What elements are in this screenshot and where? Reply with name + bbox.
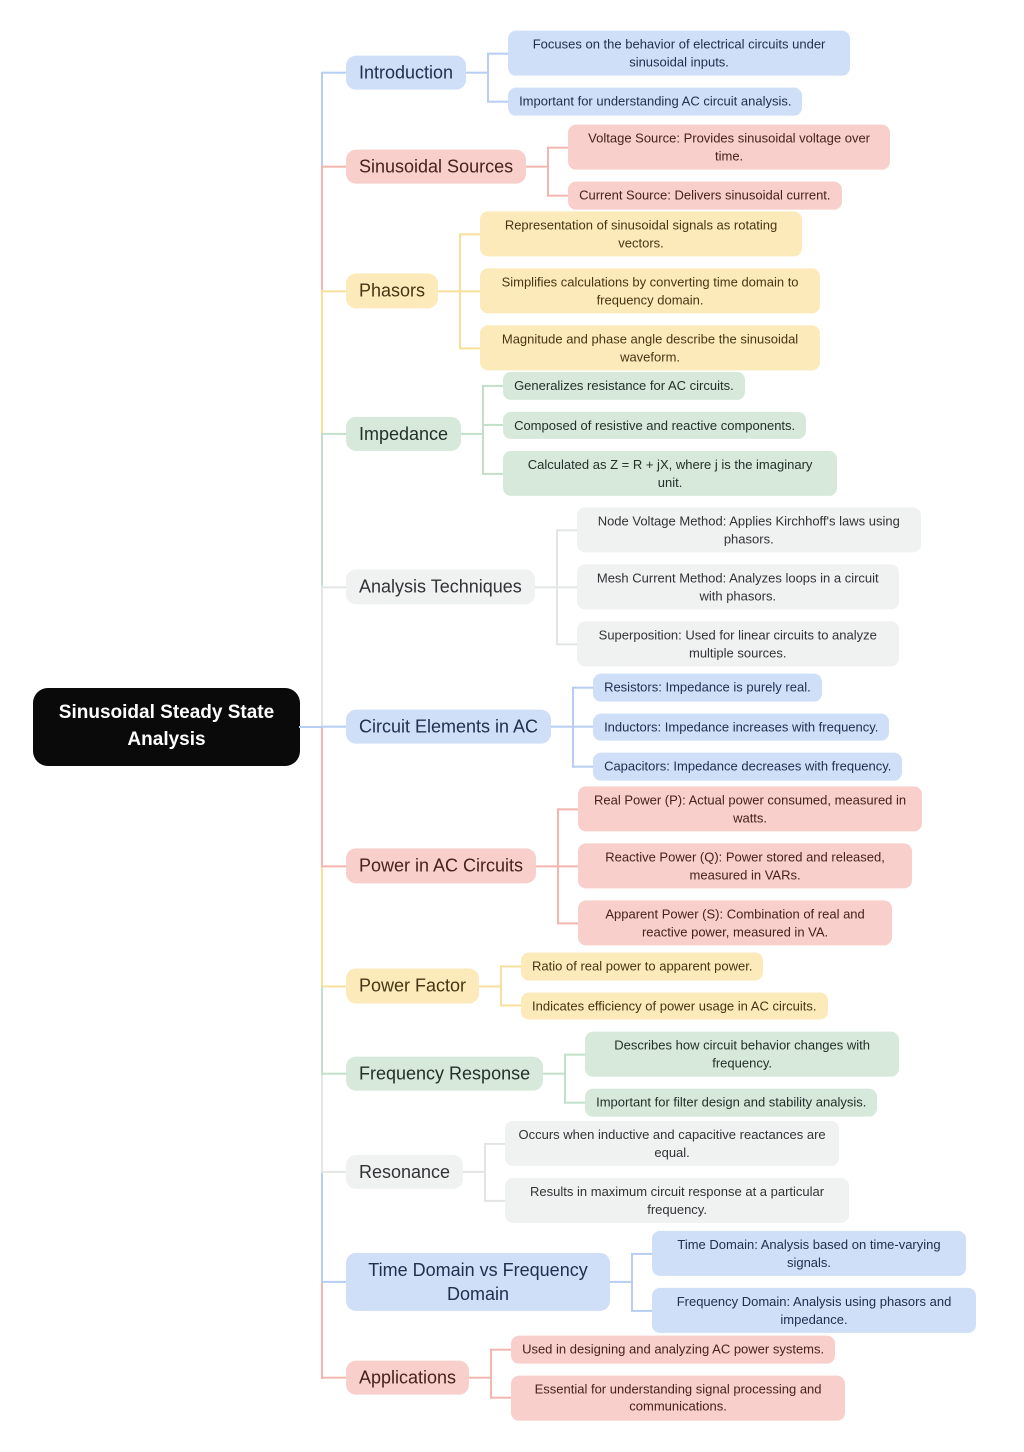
- child-node[interactable]: Representation of sinusoidal signals as …: [459, 211, 803, 257]
- child-node[interactable]: Ratio of real power to apparent power.: [500, 952, 764, 980]
- topic-node[interactable]: Circuit Elements in AC: [320, 709, 573, 745]
- children-group: Time Domain: Analysis based on time-vary…: [631, 1230, 976, 1334]
- topic-node[interactable]: Applications: [320, 1360, 491, 1396]
- branch-introduction: Introduction Focuses on the behavior of …: [320, 30, 851, 116]
- children-group: Voltage Source: Provides sinusoidal volt…: [547, 124, 891, 210]
- children-group: Used in designing and analyzing AC power…: [490, 1335, 846, 1421]
- spine-segment: [321, 727, 323, 866]
- spine-segment: [321, 985, 323, 1075]
- branch-power-factor: Power Factor Ratio of real power to appa…: [320, 952, 828, 1020]
- branch-power-in-ac: Power in AC Circuits Real Power (P): Act…: [320, 786, 923, 946]
- topic-node[interactable]: Frequency Response: [320, 1056, 565, 1092]
- child-node[interactable]: Magnitude and phase angle describe the s…: [459, 325, 821, 371]
- child-node[interactable]: Current Source: Delivers sinusoidal curr…: [547, 181, 842, 210]
- children-group: Focuses on the behavior of electrical ci…: [487, 30, 851, 116]
- topic-node[interactable]: Power Factor: [320, 968, 501, 1004]
- topic-node[interactable]: Sinusoidal Sources: [320, 149, 548, 185]
- child-node[interactable]: Occurs when inductive and capacitive rea…: [484, 1120, 840, 1166]
- child-node[interactable]: Used in designing and analyzing AC power…: [490, 1335, 836, 1364]
- topic-node[interactable]: Power in AC Circuits: [320, 848, 558, 884]
- child-node[interactable]: Important for filter design and stabilit…: [564, 1088, 878, 1117]
- spine-segment: [321, 586, 323, 728]
- children-group: Representation of sinusoidal signals as …: [459, 211, 821, 371]
- topic-node[interactable]: Analysis Techniques: [321, 569, 556, 605]
- spine-segment: [321, 166, 323, 291]
- children-group: Occurs when inductive and capacitive rea…: [484, 1120, 850, 1224]
- root-connector: [299, 726, 323, 728]
- topic-node[interactable]: Resonance: [320, 1154, 485, 1190]
- child-node[interactable]: Superposition: Used for linear circuits …: [555, 621, 899, 667]
- branch-impedance: Impedance Generalizes resistance for AC …: [320, 371, 838, 497]
- spine-segment: [321, 1281, 323, 1379]
- child-node[interactable]: Results in maximum circuit response at a…: [484, 1178, 850, 1224]
- spine-segment: [321, 433, 323, 588]
- child-node[interactable]: Real Power (P): Actual power consumed, m…: [557, 786, 923, 832]
- child-node[interactable]: Important for understanding AC circuit a…: [487, 87, 803, 116]
- child-node[interactable]: Mesh Current Method: Analyzes loops in a…: [555, 564, 899, 610]
- child-node[interactable]: Indicates efficiency of power usage in A…: [500, 992, 828, 1020]
- branch-applications: Applications Used in designing and analy…: [320, 1335, 846, 1421]
- spine-segment: [321, 1171, 323, 1283]
- topic-node[interactable]: Introduction: [320, 55, 488, 91]
- branch-analysis-techniques: Analysis Techniques Node Voltage Method:…: [321, 507, 921, 667]
- child-node[interactable]: Composed of resistive and reactive compo…: [482, 411, 807, 439]
- child-node[interactable]: Calculated as Z = R + jX, where j is the…: [482, 451, 838, 497]
- spine-segment: [321, 72, 323, 167]
- root-node[interactable]: Sinusoidal Steady State Analysis: [33, 688, 300, 766]
- children-group: Resistors: Impedance is purely real. Ind…: [572, 673, 903, 781]
- children-group: Node Voltage Method: Applies Kirchhoff's…: [555, 507, 921, 667]
- branch-phasors: Phasors Representation of sinusoidal sig…: [320, 211, 821, 371]
- child-node[interactable]: Voltage Source: Provides sinusoidal volt…: [547, 124, 891, 170]
- branch-time-vs-frequency-domain: Time Domain vs Frequency Domain Time Dom…: [321, 1230, 976, 1334]
- children-group: Describes how circuit behavior changes w…: [564, 1031, 900, 1117]
- branch-circuit-elements: Circuit Elements in AC Resistors: Impeda…: [320, 673, 903, 781]
- child-node[interactable]: Frequency Domain: Analysis using phasors…: [631, 1288, 976, 1334]
- branch-sinusoidal-sources: Sinusoidal Sources Voltage Source: Provi…: [320, 124, 891, 210]
- topic-node[interactable]: Time Domain vs Frequency Domain: [321, 1252, 631, 1312]
- child-node[interactable]: Node Voltage Method: Applies Kirchhoff's…: [555, 507, 921, 553]
- child-node[interactable]: Time Domain: Analysis based on time-vary…: [631, 1230, 966, 1276]
- child-node[interactable]: Capacitors: Impedance decreases with fre…: [572, 752, 903, 781]
- child-node[interactable]: Apparent Power (S): Combination of real …: [557, 900, 893, 946]
- branch-frequency-response: Frequency Response Describes how circuit…: [320, 1031, 900, 1117]
- children-group: Generalizes resistance for AC circuits. …: [482, 371, 838, 497]
- child-node[interactable]: Simplifies calculations by converting ti…: [459, 268, 821, 314]
- child-node[interactable]: Describes how circuit behavior changes w…: [564, 1031, 900, 1077]
- spine-segment: [321, 865, 323, 987]
- child-node[interactable]: Inductors: Impedance increases with freq…: [572, 713, 890, 741]
- child-node[interactable]: Essential for understanding signal proce…: [490, 1375, 846, 1421]
- children-group: Real Power (P): Actual power consumed, m…: [557, 786, 923, 946]
- children-group: Ratio of real power to apparent power. I…: [500, 952, 828, 1020]
- spine-segment: [321, 290, 323, 435]
- spine-segment: [321, 1073, 323, 1173]
- child-node[interactable]: Resistors: Impedance is purely real.: [572, 673, 822, 702]
- topic-node[interactable]: Impedance: [320, 416, 483, 452]
- child-node[interactable]: Reactive Power (Q): Power stored and rel…: [557, 843, 913, 889]
- child-node[interactable]: Focuses on the behavior of electrical ci…: [487, 30, 851, 76]
- topic-node[interactable]: Phasors: [320, 273, 460, 309]
- child-node[interactable]: Generalizes resistance for AC circuits.: [482, 371, 745, 400]
- branch-resonance: Resonance Occurs when inductive and capa…: [320, 1120, 850, 1224]
